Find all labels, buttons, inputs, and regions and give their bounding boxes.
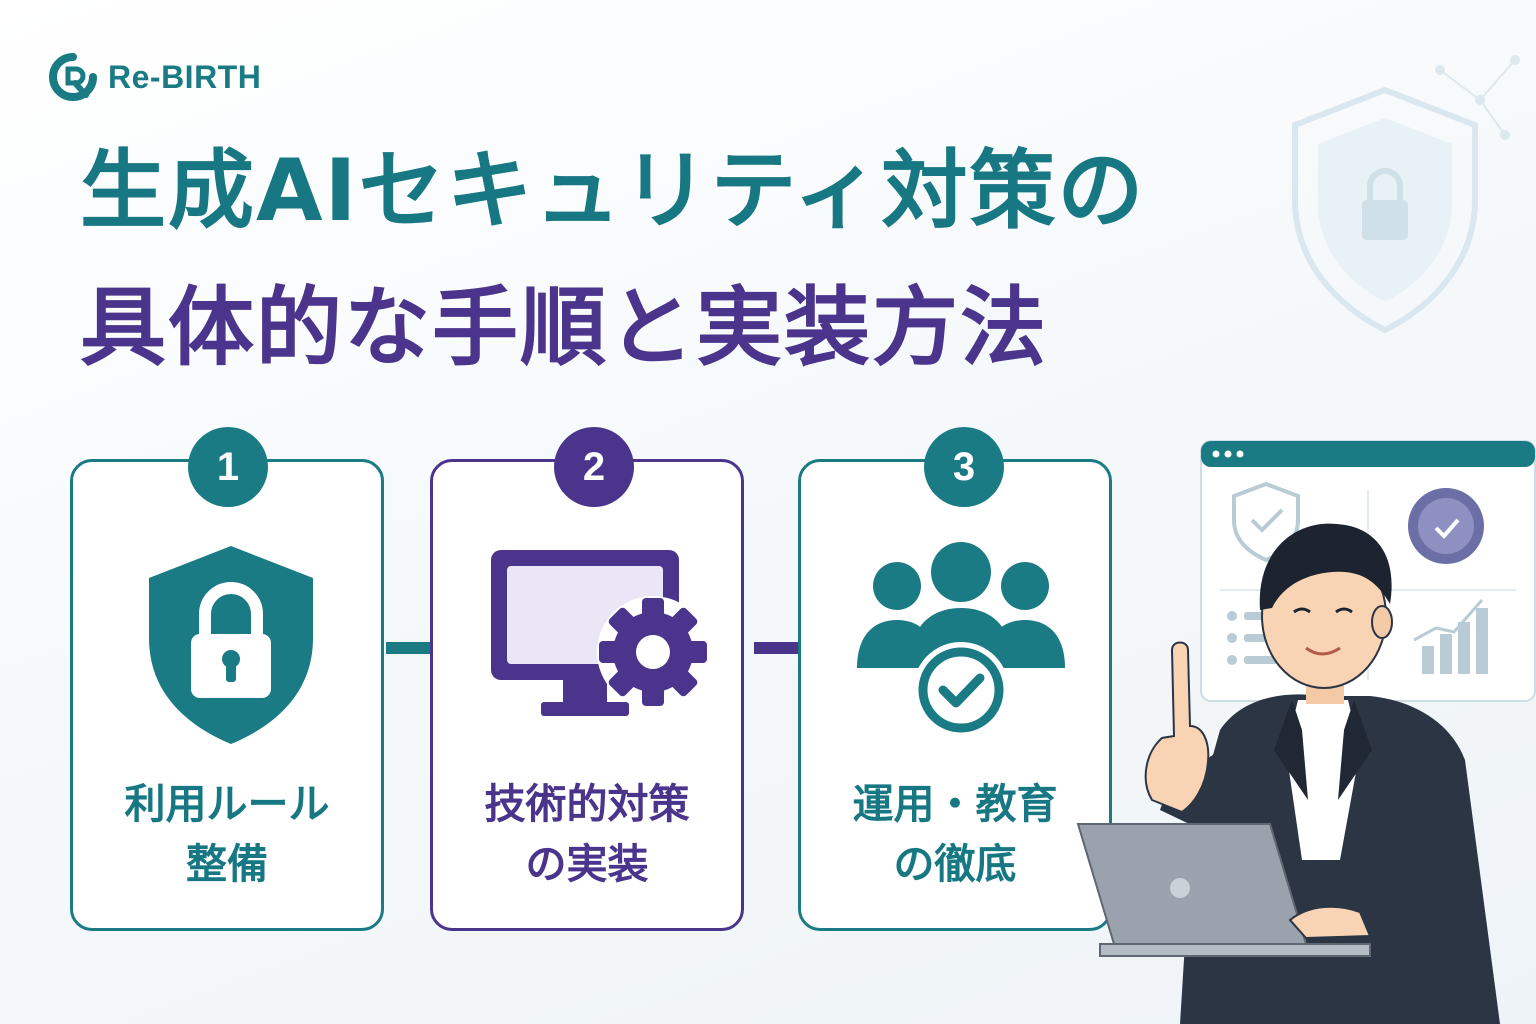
step-1-label-line1: 利用ルール xyxy=(124,780,330,828)
step-3-badge: 3 xyxy=(924,427,1004,507)
step-2-label-line1: 技術的対策 xyxy=(484,780,690,828)
laptop-icon xyxy=(1076,823,1371,957)
presenter-illustration xyxy=(1076,523,1500,1024)
team-check-icon xyxy=(857,542,1065,738)
brand-logo: Re-BIRTH xyxy=(48,52,261,102)
rebirth-logo-icon xyxy=(49,53,97,101)
page-title-line1: 生成AIセキュリティ対策の xyxy=(80,141,1146,241)
step-3-label-line1: 運用・教育 xyxy=(852,780,1058,828)
shield-check-icon xyxy=(1232,481,1300,563)
bar-chart-icon xyxy=(1413,599,1488,674)
page-title-line2: 具体的な手順と実装方法 xyxy=(80,278,1048,378)
background-network-icon xyxy=(1435,55,1520,140)
clock-check-icon xyxy=(1408,488,1484,564)
step-2-label-line2: の実装 xyxy=(525,840,649,888)
background-shield-icon xyxy=(1292,86,1478,334)
step-card-2: 技術的対策 の実装 xyxy=(430,459,744,931)
brand-name: Re-BIRTH xyxy=(108,58,262,95)
step-card-3: 運用・教育 の徹底 xyxy=(798,459,1112,931)
monitor-gear-icon xyxy=(491,550,709,716)
step-1-badge: 1 xyxy=(188,427,268,507)
step-1-label-line2: 整備 xyxy=(186,840,268,888)
step-2-badge: 2 xyxy=(554,427,634,507)
step-card-1: 利用ルール 整備 xyxy=(70,459,384,931)
shield-lock-icon xyxy=(149,546,313,744)
step-3-label-line2: の徹底 xyxy=(893,840,1017,888)
